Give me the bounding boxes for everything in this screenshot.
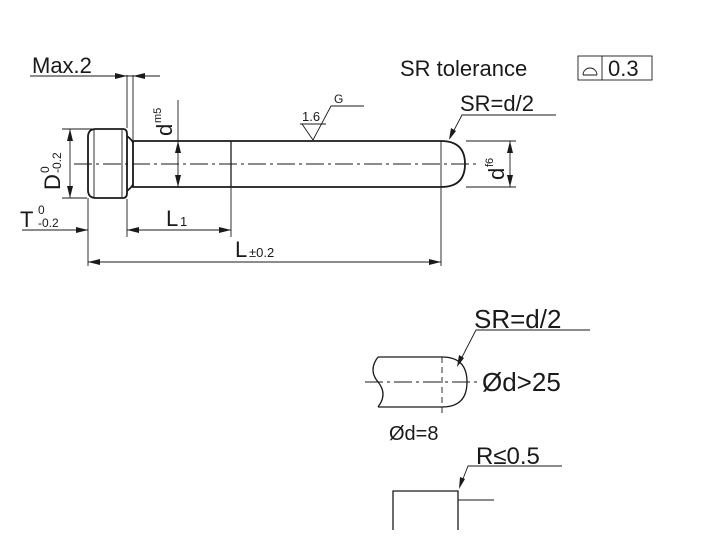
arrowhead <box>457 355 464 367</box>
arrowhead <box>429 259 441 265</box>
head-d-label: D <box>40 174 65 190</box>
main-view-labels: Max.2 SR tolerance 0.3 1.6 G SR=d/2 d m5… <box>20 53 639 262</box>
arrowhead <box>76 227 88 233</box>
roughness-value: 1.6 <box>302 109 320 124</box>
t-upper: 0 <box>38 203 45 217</box>
arrowhead <box>459 477 465 489</box>
l1-base: L <box>166 206 178 231</box>
radius-leader <box>460 465 562 485</box>
arrowhead <box>88 259 100 265</box>
pin-head-outline <box>87 128 128 199</box>
roughness-grade: G <box>334 92 343 106</box>
dimension-lines <box>22 55 653 266</box>
arrowhead <box>115 73 127 79</box>
arrowhead <box>507 141 513 153</box>
tip-detail-view: SR=d/2 Ød>25 Ød=8 <box>365 304 590 445</box>
shank-d-label: d <box>152 124 177 136</box>
edge-block-outline <box>392 490 459 530</box>
arrowhead <box>507 175 513 187</box>
sr-leader-line <box>450 114 556 137</box>
shank-tolerance-label: d m5 <box>152 108 177 136</box>
tolerance-frame <box>577 55 653 81</box>
head-thickness-label: T 0 -0.2 <box>20 203 59 232</box>
roughness-symbol <box>301 105 364 141</box>
radius-limit-label: R≤0.5 <box>476 443 540 470</box>
profile-surface-icon <box>582 67 598 76</box>
detail-sr-leader <box>458 329 590 364</box>
head-diameter-label: D 0 -0.2 <box>38 152 65 190</box>
shank-fit-label: m5 <box>152 108 164 123</box>
pin-main-view <box>74 128 480 199</box>
detail-sr-label: SR=d/2 <box>474 304 561 334</box>
tip-tolerance-label: d f6 <box>484 158 509 180</box>
t-label: T <box>20 207 33 232</box>
arrowhead <box>175 175 181 187</box>
arrowhead <box>175 141 181 153</box>
tip-d-label: d <box>484 168 509 180</box>
head-d-upper: 0 <box>38 166 52 173</box>
l-base: L <box>235 237 247 262</box>
sr-tolerance-label: SR tolerance <box>400 56 527 81</box>
edge-radius-detail: R≤0.5 <box>392 443 562 530</box>
detail-d-gt-25-label: Ød>25 <box>482 367 561 397</box>
t-lower: -0.2 <box>38 216 59 230</box>
length-label: L ±0.2 <box>235 237 274 262</box>
arrowhead <box>449 128 456 140</box>
l1-label: L 1 <box>166 206 187 231</box>
arrowhead <box>67 186 73 198</box>
l1-sub: 1 <box>180 214 187 229</box>
detail-d-eq-8-label: Ød=8 <box>389 423 438 445</box>
max-gap-label: Max.2 <box>32 53 92 78</box>
arrowhead <box>219 227 231 233</box>
tolerance-value: 0.3 <box>608 56 639 81</box>
arrowhead <box>133 73 145 79</box>
sr-radius-label: SR=d/2 <box>460 91 534 116</box>
l-tolerance: ±0.2 <box>249 245 274 260</box>
tip-fit-label: f6 <box>484 158 496 167</box>
head-d-lower: -0.2 <box>50 152 64 173</box>
arrowhead <box>67 129 73 141</box>
